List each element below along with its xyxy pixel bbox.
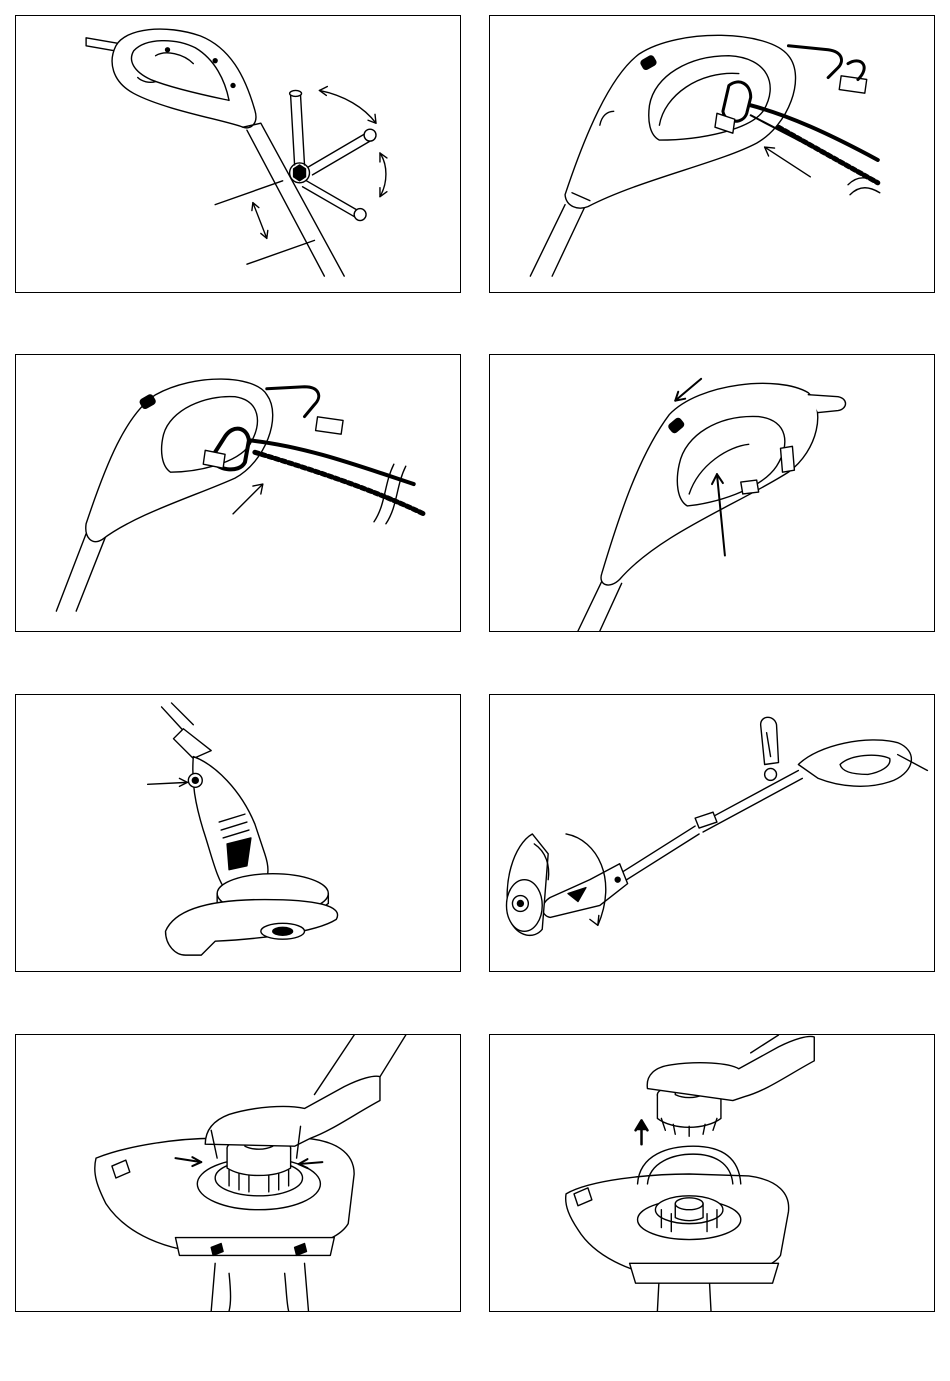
panel-spool-lift-out — [489, 1034, 935, 1312]
panel-spool-tabs-squeeze — [15, 1034, 461, 1312]
panel-switch-lock-press — [489, 354, 935, 632]
panel-cord-hook-secure — [15, 354, 461, 632]
panel-head-rotate-edging — [489, 694, 935, 972]
panel-cord-loop-insert — [489, 15, 935, 293]
illustration-handle-adjust — [16, 16, 460, 292]
illustration-cord-hook — [16, 355, 460, 631]
illustration-cord-loop — [490, 16, 934, 292]
panel-handle-height-adjust — [15, 15, 461, 293]
illustration-spool-squeeze — [16, 1035, 460, 1311]
illustration-head-rotate — [490, 695, 934, 971]
illustration-switch-lock — [490, 355, 934, 631]
illustration-head-release — [16, 695, 460, 971]
panel-head-release-button — [15, 694, 461, 972]
illustration-spool-lift — [490, 1035, 934, 1311]
